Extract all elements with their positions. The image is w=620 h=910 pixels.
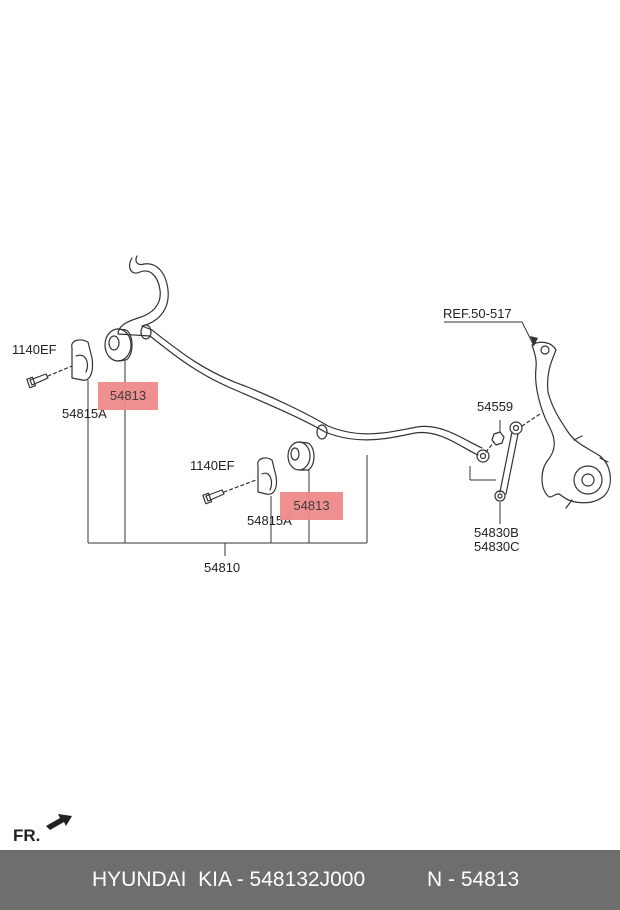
bar-end-eye	[476, 449, 490, 463]
footer-part-number: HYUNDAI KIA - 548132J000	[92, 868, 366, 891]
bolt-top-label: 1140EF	[12, 342, 57, 357]
bar-label: 54810	[204, 560, 241, 575]
nut-label: 54559	[477, 399, 514, 414]
bushing-top-icon	[104, 328, 133, 362]
footer-ref-number: N - 54813	[427, 868, 520, 891]
stabilizer-bar-diagram	[26, 255, 611, 830]
link-b-label: 54830B	[474, 525, 519, 540]
bushing-mid-highlight-label[interactable]: 54813	[280, 492, 343, 520]
bracket-top-label: 54815A	[62, 406, 107, 421]
bolt-mid-label: 1140EF	[190, 458, 235, 473]
front-label: FR.	[13, 826, 41, 845]
bracket-mid-icon	[257, 457, 278, 495]
bracket-top-icon	[71, 339, 94, 381]
link-c-label: 54830C	[474, 539, 520, 554]
ref-label: REF.50-517	[443, 306, 512, 321]
stabilizer-link-icon	[494, 421, 523, 502]
bushing-top-highlight-label[interactable]: 54813	[98, 382, 158, 410]
front-arrow-icon	[46, 814, 72, 830]
stabilizer-bar	[117, 257, 479, 456]
bolt-mid-icon	[202, 489, 225, 505]
bushing-mid-icon	[287, 441, 315, 471]
bolt-top-icon	[26, 373, 49, 389]
steering-knuckle-icon	[531, 341, 611, 509]
footer-bar: HYUNDAI KIA - 548132J000 N - 54813	[0, 850, 620, 910]
